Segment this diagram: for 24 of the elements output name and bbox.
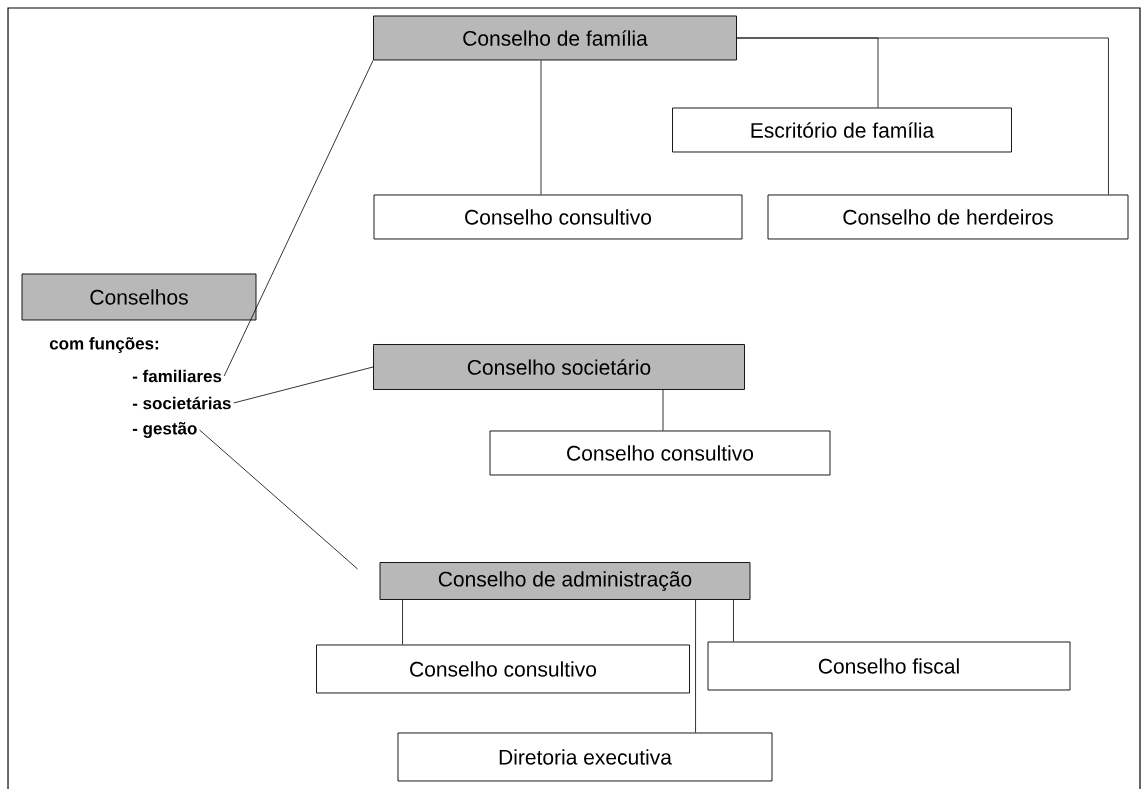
connector-line <box>733 599 734 642</box>
function-label: - gestão <box>132 422 197 438</box>
connector-line <box>540 60 542 195</box>
connector-line <box>223 60 374 377</box>
connector-line <box>736 37 1109 195</box>
function-label: - familiares <box>132 369 222 383</box>
sub-council-box: Conselho consultivo <box>316 644 690 694</box>
sub-council-box: Diretoria executiva <box>397 732 773 782</box>
council-box: Conselhos <box>21 273 257 321</box>
note-text: com funções: <box>49 337 159 353</box>
sub-council-box: Conselho consultivo <box>373 194 743 240</box>
connector-line <box>402 599 403 645</box>
sub-council-box: Conselho de herdeiros <box>767 194 1129 240</box>
sub-council-box: Conselho fiscal <box>707 641 1071 691</box>
council-box: Conselho de administração <box>379 562 751 600</box>
function-label: - societárias <box>132 396 231 410</box>
connector-line <box>695 599 696 733</box>
connector-line <box>199 429 358 570</box>
sub-council-box: Conselho consultivo <box>489 430 831 476</box>
connector-line <box>233 366 374 404</box>
sub-council-box: Escritório de família <box>672 107 1012 153</box>
connector-line <box>662 389 664 431</box>
council-box: Conselho societário <box>373 344 745 390</box>
council-box: Conselho de família <box>373 15 737 61</box>
